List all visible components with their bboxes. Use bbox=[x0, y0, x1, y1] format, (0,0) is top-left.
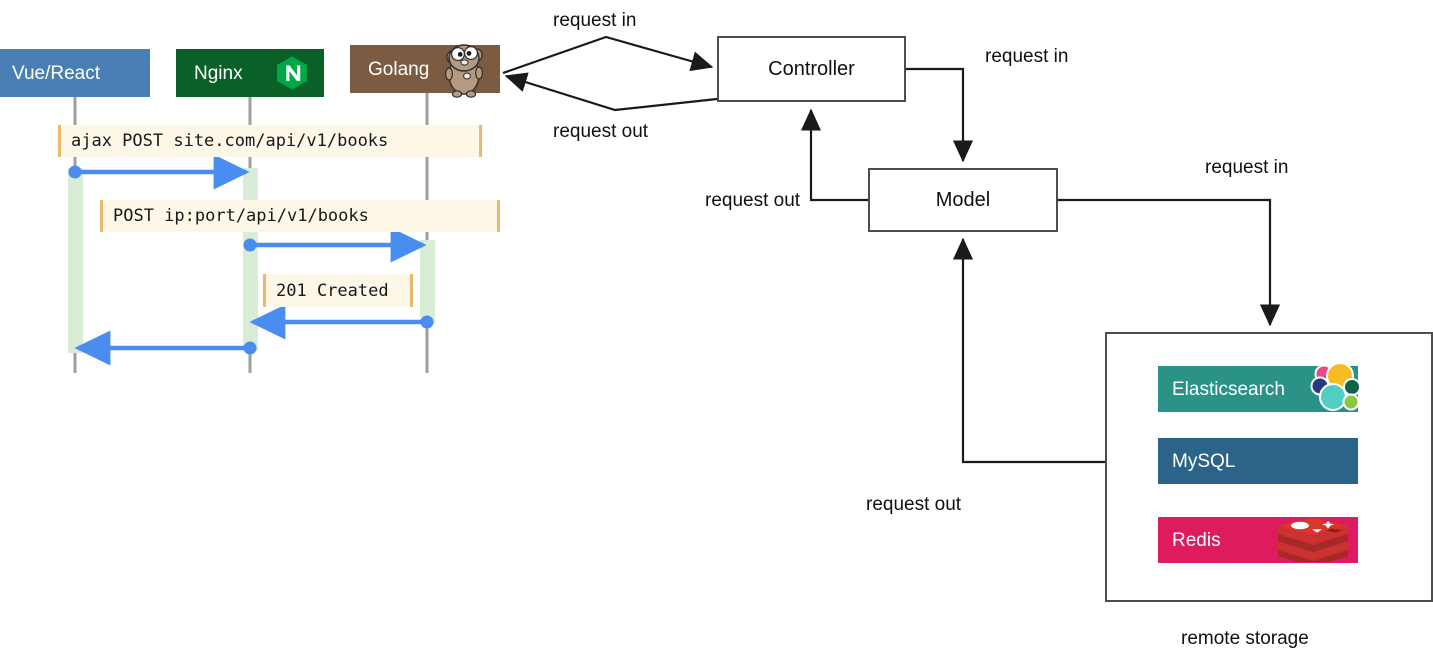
service-label: Redis bbox=[1172, 529, 1221, 551]
flow-node-label: Controller bbox=[768, 57, 855, 80]
flow-node-controller[interactable]: Controller bbox=[717, 36, 906, 102]
service-chip-mysql[interactable]: MySQL bbox=[1158, 438, 1358, 484]
edge-label-request-out-storage: request out bbox=[866, 494, 962, 515]
service-label: MySQL bbox=[1172, 450, 1236, 472]
service-chip-elasticsearch[interactable]: Elasticsearch bbox=[1158, 362, 1361, 412]
message-text: ajax POST site.com/api/v1/books bbox=[71, 131, 389, 151]
nginx-logo-icon bbox=[274, 55, 310, 96]
edge-label-request-in-storage: request in bbox=[1205, 157, 1289, 178]
edge-model-to-controller bbox=[800, 108, 868, 202]
service-chip-redis[interactable]: Redis bbox=[1158, 517, 1358, 567]
participant-label: Vue/React bbox=[12, 62, 101, 84]
participant-nginx[interactable]: Nginx bbox=[176, 49, 324, 97]
flow-node-label: Model bbox=[935, 188, 991, 211]
message-text: 201 Created bbox=[276, 280, 389, 301]
edge-request-in-controller bbox=[502, 35, 714, 75]
elasticsearch-logo-icon bbox=[1306, 362, 1362, 422]
message-label-ajax-post: ajax POST site.com/api/v1/books bbox=[58, 125, 482, 157]
participant-golang[interactable]: Golang bbox=[350, 44, 500, 98]
service-label: Elasticsearch bbox=[1172, 378, 1285, 400]
flow-node-model[interactable]: Model bbox=[868, 168, 1058, 232]
redis-logo-icon bbox=[1276, 518, 1350, 568]
participant-label: Nginx bbox=[194, 62, 243, 84]
sequence-arrows bbox=[68, 154, 434, 366]
activation-bars bbox=[68, 168, 435, 353]
remote-storage-caption: remote storage bbox=[1181, 628, 1309, 649]
flow-edges bbox=[502, 35, 1281, 464]
message-label-201-created: 201 Created bbox=[263, 274, 413, 307]
participant-label: Golang bbox=[368, 58, 430, 80]
edge-label-request-in-controller: request in bbox=[553, 10, 637, 31]
participant-vue-react[interactable]: Vue/React bbox=[0, 49, 150, 97]
golang-gopher-icon bbox=[436, 42, 494, 103]
edge-label-request-out-controller: request out bbox=[705, 190, 801, 211]
edge-request-out-golang bbox=[504, 72, 718, 112]
message-text: POST ip:port/api/v1/books bbox=[113, 206, 369, 226]
message-label-post-ipport: POST ip:port/api/v1/books bbox=[100, 200, 500, 232]
edge-controller-to-model bbox=[906, 67, 974, 163]
edge-model-to-storage bbox=[1058, 198, 1281, 327]
edge-label-request-in-model: request in bbox=[985, 46, 1069, 67]
edge-storage-to-model bbox=[952, 237, 1105, 464]
flow-node-remote-storage[interactable]: Elasticsearch MySQL Redis bbox=[1105, 332, 1433, 602]
edge-label-request-out-golang: request out bbox=[553, 121, 649, 142]
